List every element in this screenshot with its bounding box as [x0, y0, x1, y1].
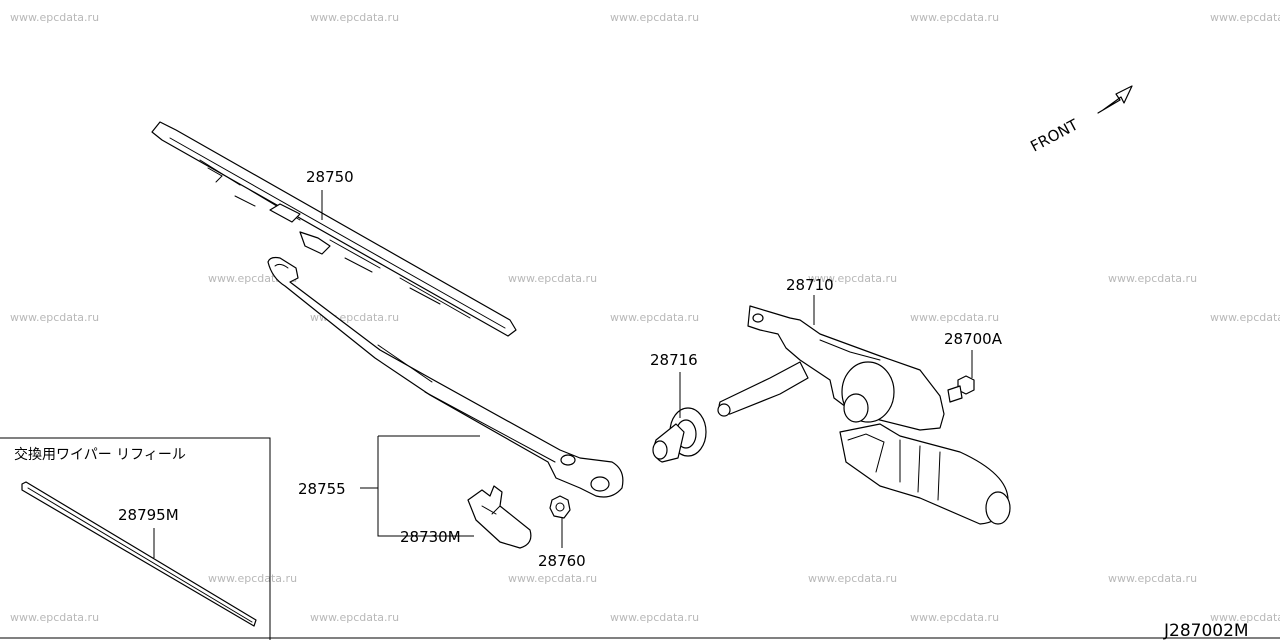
- watermark: www.epcdata.ru: [310, 11, 399, 24]
- bolt: [947, 375, 975, 403]
- pivot-cap: [467, 485, 532, 549]
- watermark: www.epcdata.ru: [310, 611, 399, 624]
- watermark: www.epcdata.ru: [808, 272, 897, 285]
- refill-box-title: 交換用ワイパー リフィール: [14, 446, 186, 463]
- watermark: www.epcdata.ru: [808, 572, 897, 585]
- watermark: www.epcdata.ru: [10, 11, 99, 24]
- part-label-28795m: 28795M: [118, 506, 179, 524]
- part-label-28760: 28760: [538, 552, 586, 570]
- watermark: www.epcdata.ru: [910, 311, 999, 324]
- watermark: www.epcdata.ru: [1108, 572, 1197, 585]
- part-label-28700a: 28700A: [944, 330, 1003, 348]
- refill-box: 交換用ワイパー リフィール: [0, 437, 271, 640]
- part-label-28755: 28755: [298, 480, 346, 498]
- watermark: www.epcdata.ru: [508, 572, 597, 585]
- part-label-28716: 28716: [650, 351, 698, 369]
- watermark: www.epcdata.ru: [910, 611, 999, 624]
- pivot-seal: [652, 407, 707, 463]
- front-arrow-icon: [1097, 85, 1133, 114]
- watermark: www.epcdata.ru: [610, 311, 699, 324]
- diagram-code: J287002M: [1163, 621, 1249, 640]
- part-labels: 28750 28710 28716 28700A 28755 28730M 28…: [118, 168, 1249, 640]
- watermark: www.epcdata.ru: [1210, 611, 1280, 624]
- watermark: www.epcdata.ru: [10, 611, 99, 624]
- watermark: www.epcdata.ru: [1210, 311, 1280, 324]
- watermark: www.epcdata.ru: [10, 311, 99, 324]
- front-label: FRONT: [1027, 115, 1081, 155]
- wiper-blade: [151, 121, 517, 337]
- watermarks: www.epcdata.ru www.epcdata.ru www.epcdat…: [10, 11, 1280, 624]
- wiper-arm: [267, 256, 624, 498]
- watermark: www.epcdata.ru: [610, 611, 699, 624]
- nut: [549, 495, 571, 519]
- watermark: www.epcdata.ru: [1210, 11, 1280, 24]
- front-indicator: FRONT: [1027, 85, 1133, 156]
- leader-lines: [0, 190, 1280, 639]
- watermark: www.epcdata.ru: [1108, 272, 1197, 285]
- watermark: www.epcdata.ru: [610, 11, 699, 24]
- part-label-28730m: 28730M: [400, 528, 461, 546]
- watermark: www.epcdata.ru: [910, 11, 999, 24]
- watermark: www.epcdata.ru: [508, 272, 597, 285]
- watermark: www.epcdata.ru: [208, 572, 297, 585]
- part-label-28750: 28750: [306, 168, 354, 186]
- part-label-28710: 28710: [786, 276, 834, 294]
- wiper-motor: [717, 305, 1011, 525]
